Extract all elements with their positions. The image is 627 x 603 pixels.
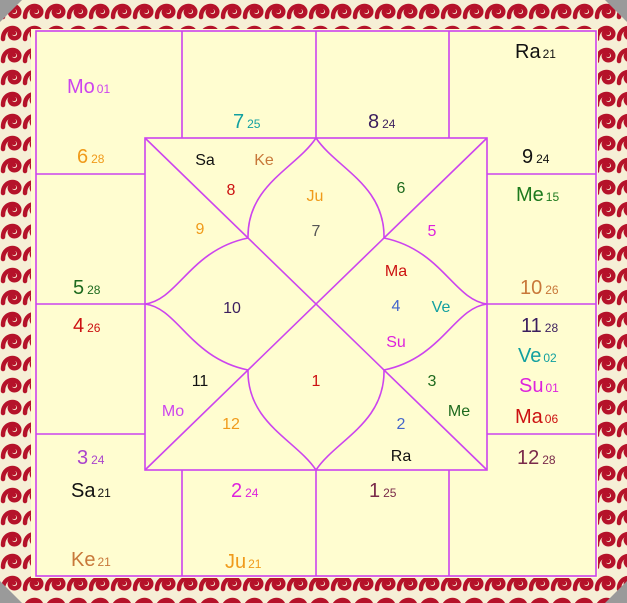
corner-ornament-top-left — [0, 0, 22, 22]
inner-su: Su — [386, 334, 406, 351]
corner-ornament-bottom-right — [605, 581, 627, 603]
inner-house-4: 4 — [392, 298, 401, 315]
inner-ju: Ju — [307, 188, 324, 205]
inner-chart-lines — [144, 137, 488, 471]
inner-house-2: 2 — [397, 416, 406, 433]
inner-house-10: 10 — [223, 300, 241, 317]
inner-ra: Ra — [391, 448, 412, 465]
inner-house-8: 8 — [227, 182, 236, 199]
inner-house-1: 1 — [312, 373, 321, 390]
inner-mo: Mo — [162, 403, 184, 420]
inner-house-11: 11 — [192, 373, 209, 390]
corner-ornament-bottom-left — [0, 581, 22, 603]
inner-house-5: 5 — [428, 223, 437, 240]
inner-house-6: 6 — [397, 180, 406, 197]
outer-grid — [35, 30, 597, 577]
inner-ma: Ma — [385, 263, 407, 280]
inner-house-3: 3 — [428, 373, 437, 390]
inner-ve: Ve — [432, 299, 451, 316]
corner-ornament-top-right — [605, 0, 627, 22]
inner-sa: Sa — [195, 152, 215, 169]
inner-me: Me — [448, 403, 470, 420]
inner-house-9: 9 — [196, 221, 205, 238]
inner-house-12: 12 — [222, 416, 240, 433]
inner-house-7: 7 — [312, 223, 321, 240]
inner-ke: Ke — [254, 152, 274, 169]
